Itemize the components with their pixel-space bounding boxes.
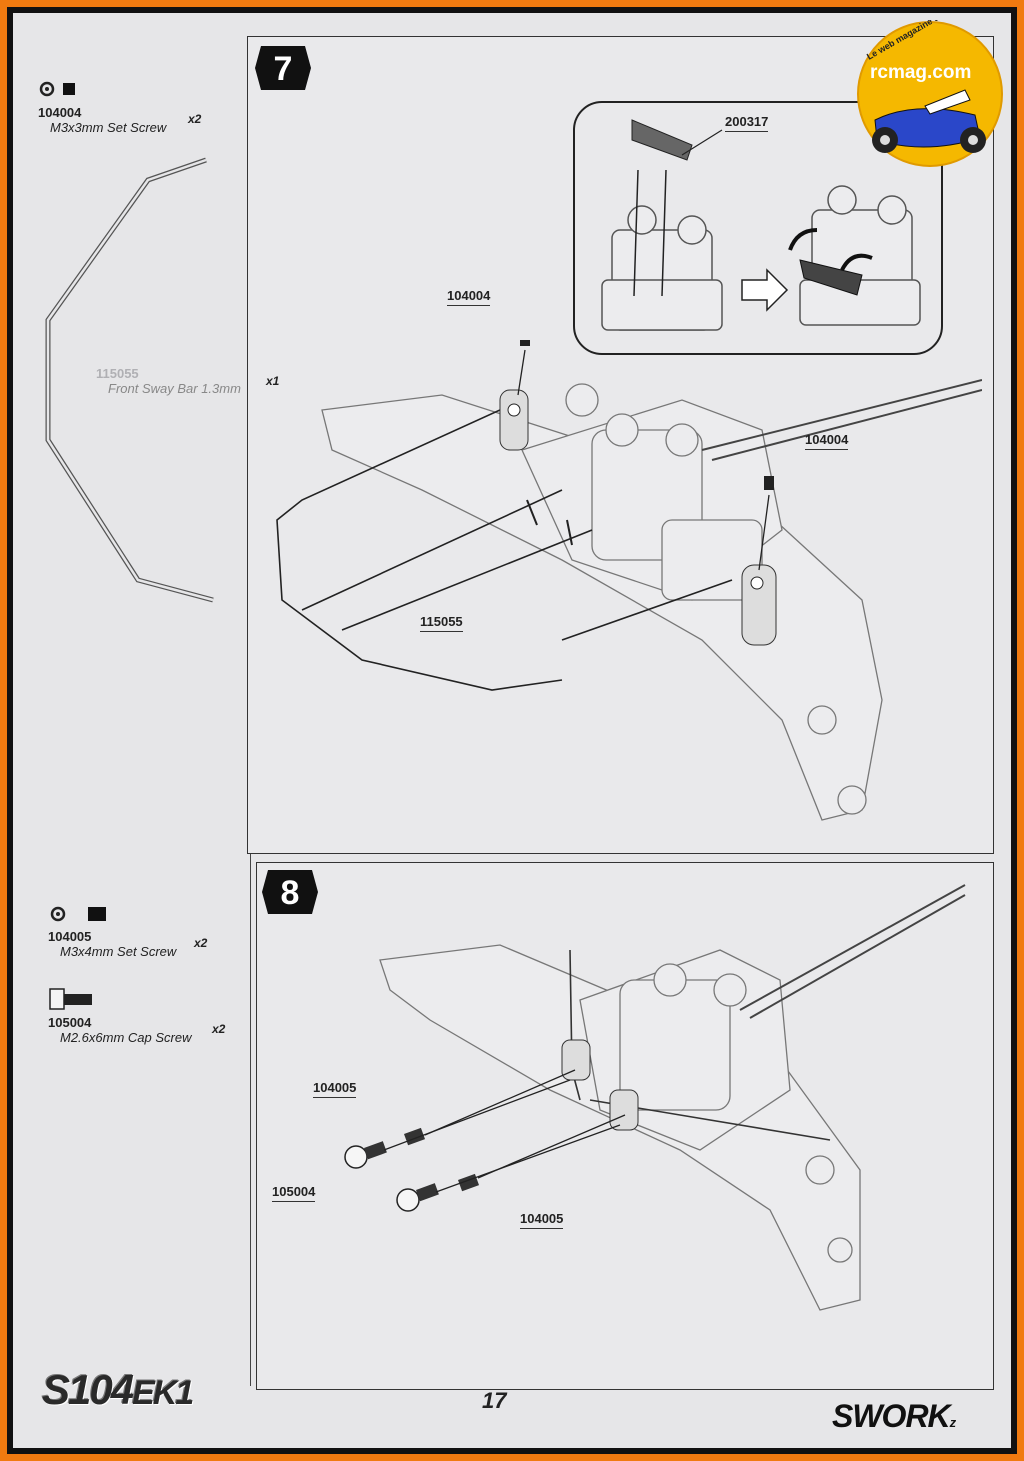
brand-logo: SWORKz: [832, 1398, 956, 1435]
part-number: 115055: [96, 366, 139, 381]
part-number: 105004: [48, 1015, 92, 1030]
callout-104004-right: 104004: [805, 432, 849, 450]
part-quantity: x2: [194, 936, 208, 950]
part-quantity: x2: [212, 1022, 226, 1036]
front-suspension-assembly-8: [344, 884, 966, 1311]
brand-name: SWORK: [832, 1398, 951, 1434]
step-8-number: 8: [281, 874, 300, 912]
callout-105004: 105004: [272, 1184, 316, 1202]
callout-104005-top: 104005: [313, 1080, 357, 1098]
part-number: 104004: [38, 105, 82, 120]
callout-200317: 200317: [725, 114, 769, 132]
set-screw-icon: [50, 906, 106, 922]
part-name: M3x3mm Set Screw: [50, 120, 167, 135]
model-logo: S104EK1: [42, 1366, 194, 1414]
part-name: M2.6x6mm Cap Screw: [60, 1030, 192, 1045]
part-name: Front Sway Bar 1.3mm: [108, 381, 241, 396]
sway-bar-icon: [45, 157, 214, 603]
rcmag-logo: Le web magazine du modelisme: [857, 20, 1003, 167]
model-sub: EK1: [132, 1374, 194, 1412]
callout-104005-bottom: 104005: [520, 1211, 564, 1229]
part-104004: 104004 M3x3mm Set Screw x2: [38, 80, 208, 135]
part-105004: 105004 M2.6x6mm Cap Screw x2: [48, 988, 238, 1045]
part-quantity: x1: [266, 374, 280, 388]
part-115055: 115055 Front Sway Bar 1.3mm x1: [96, 366, 296, 396]
model-name: S104: [42, 1366, 134, 1413]
callout-115055: 115055: [420, 614, 463, 632]
cap-screw-icon: [49, 988, 92, 1010]
part-quantity: x2: [188, 112, 202, 126]
callout-104004-left: 104004: [447, 288, 491, 306]
cap-screw-top-icon: [344, 1141, 387, 1169]
front-suspension-assembly-7: [276, 340, 982, 821]
detail-inset: [573, 101, 943, 355]
part-104005: 104005 M3x4mm Set Screw x2: [48, 904, 228, 959]
step-7-badge: 7: [255, 46, 311, 90]
part-number: 104005: [48, 929, 92, 944]
logo-site-name: rcmag.com: [870, 62, 972, 83]
step-8-badge: 8: [262, 870, 318, 914]
page-number: 17: [482, 1388, 507, 1413]
brand-suffix: z: [949, 1415, 956, 1430]
part-name: M3x4mm Set Screw: [60, 944, 177, 959]
set-screw-icon: [39, 81, 75, 97]
step-7-number: 7: [274, 50, 293, 88]
